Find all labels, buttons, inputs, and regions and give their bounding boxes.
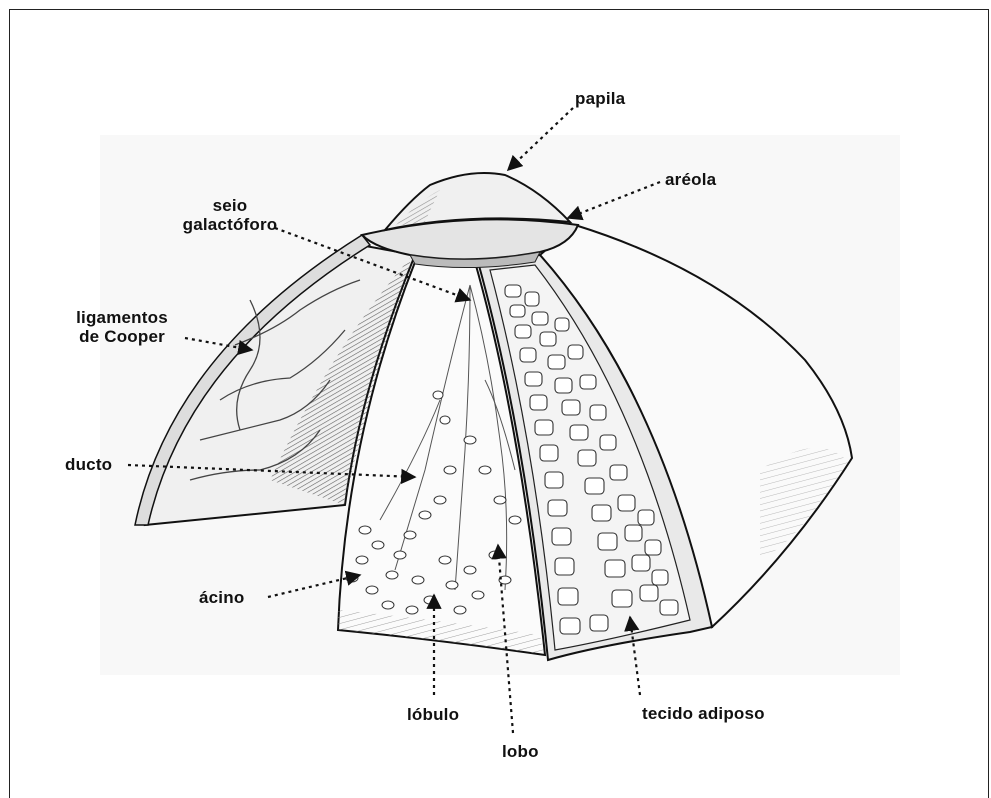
label-ligamentos-de-cooper: ligamentos de Cooper xyxy=(62,308,182,346)
label-acino: ácino xyxy=(199,588,244,607)
label-ducto: ducto xyxy=(65,455,112,474)
label-ligamentos-line1: ligamentos xyxy=(62,308,182,327)
label-papila: papila xyxy=(575,89,625,108)
label-seio-galactoforo: seio galactóforo xyxy=(170,196,290,234)
label-seio-line2: galactóforo xyxy=(170,215,290,234)
label-areola: aréola xyxy=(665,170,716,189)
label-tecido-adiposo: tecido adiposo xyxy=(642,704,765,723)
label-lobulo: lóbulo xyxy=(407,705,459,724)
label-lobo: lobo xyxy=(502,742,539,761)
label-seio-line1: seio xyxy=(170,196,290,215)
label-ligamentos-line2: de Cooper xyxy=(62,327,182,346)
